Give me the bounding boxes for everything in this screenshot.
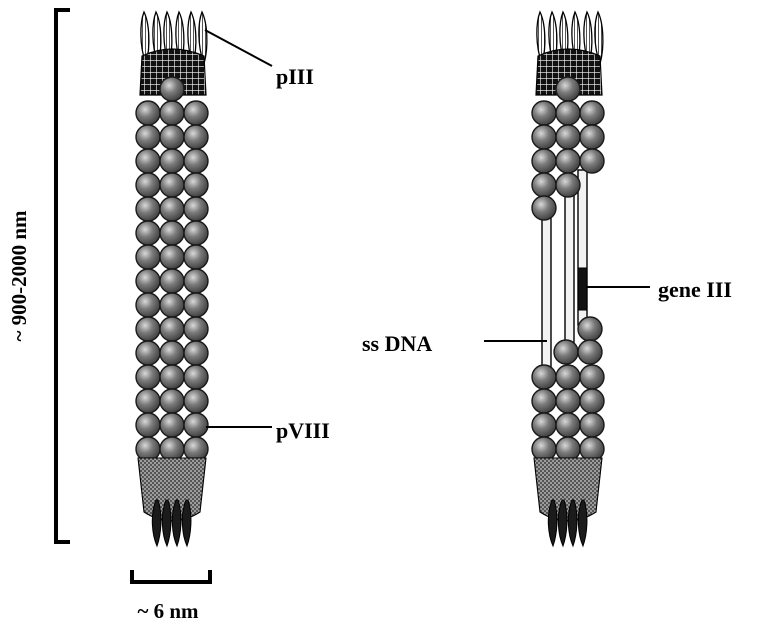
pviii-coat-protein [136, 269, 160, 293]
pviii-coat-protein [136, 317, 160, 341]
pviii-coat-protein [136, 245, 160, 269]
ssdna-label: ss DNA [362, 331, 432, 356]
pviii-coat-protein [136, 149, 160, 173]
pviii-coat-protein [184, 437, 208, 461]
pviii-coat-protein [160, 77, 184, 101]
pviii-coat-protein [184, 245, 208, 269]
pviii-coat-protein [136, 125, 160, 149]
pviii-coat-protein [556, 437, 580, 461]
pviii-coat-protein [556, 149, 580, 173]
pvii-pix-cap [138, 458, 206, 521]
pviii-coat-protein [160, 149, 184, 173]
pviii-coat-protein [556, 173, 580, 197]
pviii-coat-protein [532, 413, 556, 437]
pviii-coat-protein [532, 389, 556, 413]
pviii-coat-protein [184, 317, 208, 341]
pviii-coat-protein [160, 197, 184, 221]
pviii-coat-protein [160, 221, 184, 245]
pvii-pix-cap [534, 458, 602, 521]
pviii-coat-protein [184, 173, 208, 197]
phage-with-exposed-dna [532, 12, 604, 546]
pviii-coat-protein [136, 221, 160, 245]
end-protein [172, 500, 181, 546]
pviii-coat-protein [136, 437, 160, 461]
pviii-coat-protein [532, 196, 556, 220]
pviii-coat-protein [160, 245, 184, 269]
pviii-coat-protein [556, 101, 580, 125]
pviii-coat-protein [580, 101, 604, 125]
ssdna-strand [542, 205, 551, 370]
pviii-coat-protein [136, 413, 160, 437]
pviii-coat-protein [136, 197, 160, 221]
pviii-coat-protein [556, 389, 580, 413]
pviii-coat-protein [184, 221, 208, 245]
pviii-coat-protein [532, 125, 556, 149]
pviii-coat-protein [556, 365, 580, 389]
pviii-coat-protein [136, 293, 160, 317]
end-protein [558, 500, 567, 546]
pviii-label: pVIII [276, 418, 330, 443]
ssdna-strand [565, 185, 574, 345]
end-protein [548, 500, 557, 546]
pviii-coat-protein [160, 293, 184, 317]
pviii-coat-protein [556, 77, 580, 101]
pviii-coat-protein [184, 365, 208, 389]
pviii-coat-protein [556, 125, 580, 149]
pviii-coat-protein [160, 269, 184, 293]
piii-callout-line [205, 30, 272, 66]
pviii-coat-protein [160, 317, 184, 341]
pviii-coat-protein [580, 437, 604, 461]
pviii-coat-protein [160, 437, 184, 461]
pviii-coat-protein [532, 173, 556, 197]
pviii-coat-protein [532, 437, 556, 461]
pviii-coat-protein [160, 413, 184, 437]
pviii-coat-protein [184, 293, 208, 317]
pviii-coat-protein [160, 173, 184, 197]
pviii-coat-protein [160, 125, 184, 149]
pviii-coat-protein [136, 365, 160, 389]
pviii-coat-protein [160, 341, 184, 365]
pviii-coat-protein [580, 365, 604, 389]
end-protein [568, 500, 577, 546]
pviii-coat-protein [136, 173, 160, 197]
pviii-coat-protein [578, 340, 602, 364]
pviii-coat-protein [136, 389, 160, 413]
pviii-coat-protein [580, 389, 604, 413]
piii-label: pIII [276, 64, 314, 89]
gene3-label: gene III [658, 277, 732, 302]
pviii-coat-protein [184, 389, 208, 413]
width-label: ~ 6 nm [137, 599, 199, 623]
pviii-coat-protein [136, 101, 160, 125]
end-protein [162, 500, 171, 546]
pviii-coat-protein [532, 101, 556, 125]
pviii-coat-protein [160, 389, 184, 413]
end-protein [182, 500, 191, 546]
pviii-coat-protein [136, 341, 160, 365]
gene-iii-insert [578, 268, 587, 310]
pviii-coat-protein [184, 197, 208, 221]
width-scale-bracket [132, 570, 210, 584]
pviii-coat-protein [578, 317, 602, 341]
pviii-coat-protein [160, 365, 184, 389]
pviii-coat-protein [580, 125, 604, 149]
pviii-coat-protein [532, 365, 556, 389]
pviii-coat-protein [184, 101, 208, 125]
length-label: ~ 900-2000 nm [7, 210, 31, 342]
end-protein [152, 500, 161, 546]
end-protein [578, 500, 587, 546]
pviii-coat-protein [184, 413, 208, 437]
pviii-coat-protein [184, 269, 208, 293]
intact-phage [136, 12, 208, 546]
length-scale-bracket [54, 10, 70, 542]
pviii-coat-protein [580, 413, 604, 437]
pviii-coat-protein [554, 340, 578, 364]
pviii-coat-protein [184, 149, 208, 173]
pviii-coat-protein [184, 341, 208, 365]
pviii-coat-protein [580, 149, 604, 173]
pviii-coat-protein [160, 101, 184, 125]
pviii-coat-protein [532, 149, 556, 173]
pviii-coat-protein [184, 125, 208, 149]
pviii-coat-protein [556, 413, 580, 437]
